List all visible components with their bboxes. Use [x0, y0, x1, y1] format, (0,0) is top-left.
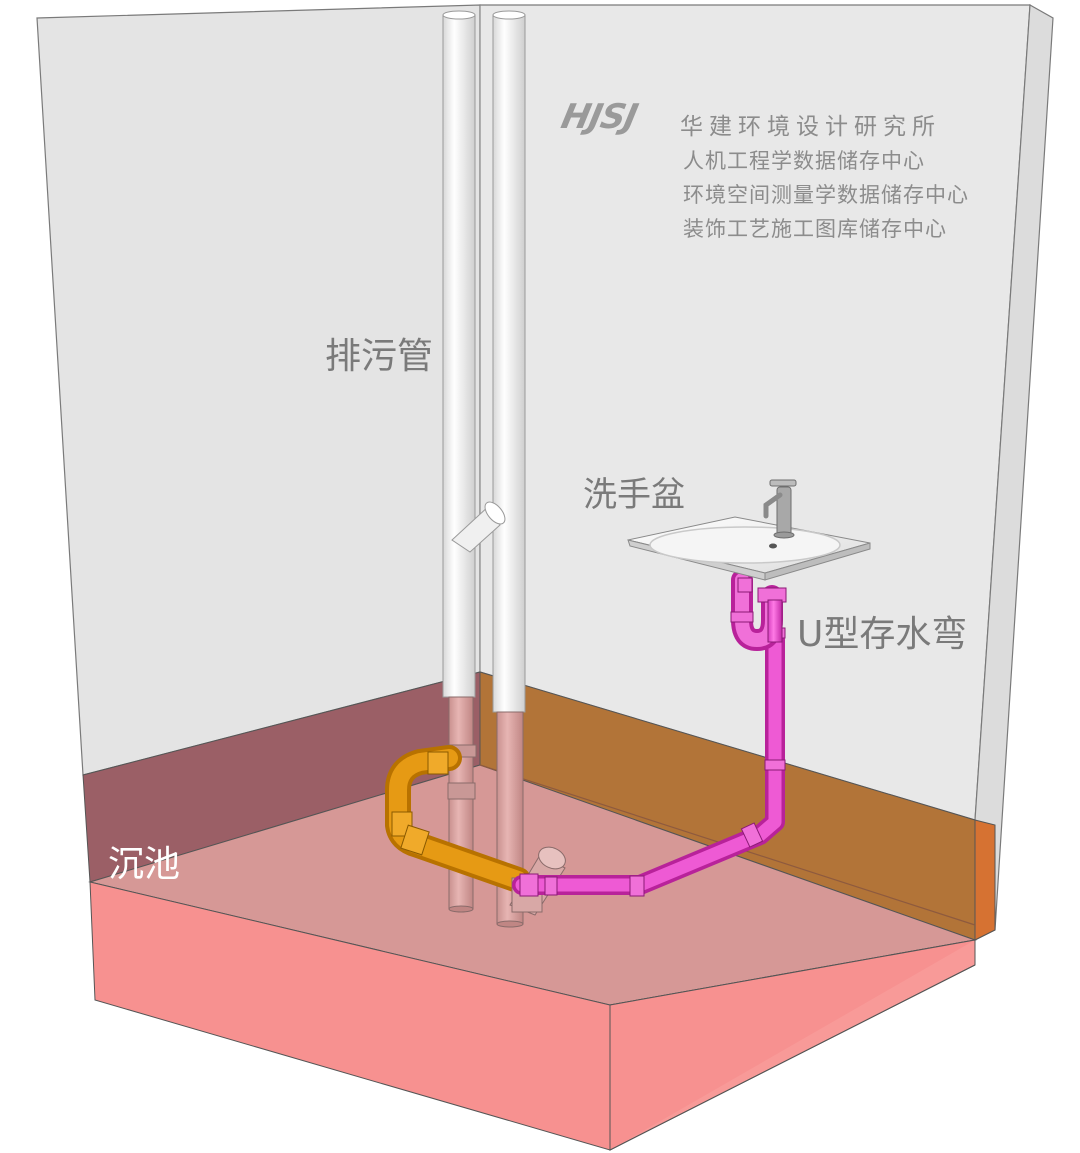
label-drain-pipe: 排污管: [325, 336, 434, 377]
label-wash-basin: 洗手盆: [583, 475, 685, 515]
label-sunken-pit: 沉池: [108, 844, 181, 885]
label-u-trap: U型存水弯: [797, 614, 968, 655]
walls: [36, 4, 1054, 941]
basin-bowl: [649, 526, 841, 564]
pit-right-side: [974, 819, 996, 941]
orange-drain-pipe: [385, 745, 531, 893]
left-wall: [36, 4, 481, 776]
magenta-drain-pipe: [512, 627, 786, 897]
drain-pipe-left: [442, 14, 476, 698]
faucet-icon: [763, 479, 797, 539]
watermark-line-2: 环境空间测量学数据储存中心: [683, 183, 969, 207]
wash-basin: [627, 479, 871, 581]
watermark-line-1: 人机工程学数据储存中心: [683, 149, 925, 173]
pit-front-corner: [610, 940, 975, 1150]
watermark-organization: 华建环境设计研究所: [680, 114, 941, 140]
u-trap: [730, 569, 787, 652]
drain-branch-fitting: [451, 504, 501, 553]
sunken-pit: [82, 671, 996, 1151]
watermark-line-3: 装饰工艺施工图库储存中心: [683, 217, 947, 241]
watermark-logo: HJSJ: [557, 97, 641, 137]
drain-pipe-right: [492, 14, 526, 713]
